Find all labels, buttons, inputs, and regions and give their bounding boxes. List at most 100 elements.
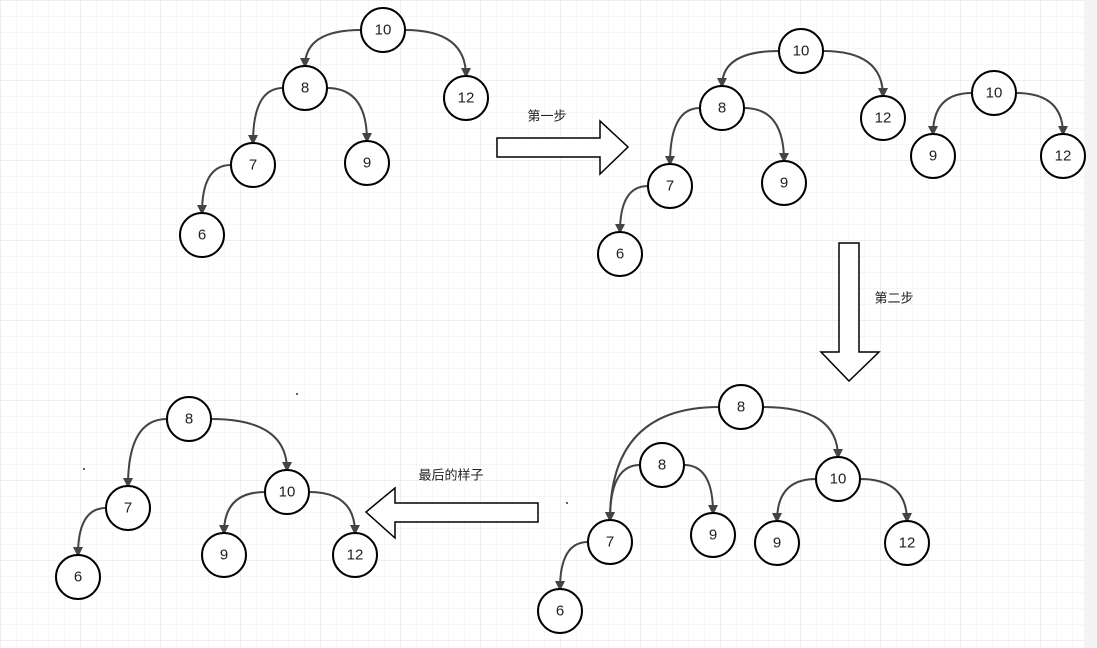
tree-node: 10: [778, 28, 824, 74]
node-circle: [699, 85, 745, 131]
tree-edge: [300, 29, 362, 68]
tree-node: 12: [443, 75, 489, 121]
node-circle: [597, 231, 643, 277]
tree-node: 9: [344, 140, 390, 186]
node-label: 7: [124, 500, 132, 517]
node-label: 10: [830, 471, 847, 488]
node-circle: [166, 396, 212, 442]
tree-node: 7: [230, 142, 276, 188]
tree-node: 9: [910, 133, 956, 179]
node-label: 10: [986, 85, 1003, 102]
node-label: 10: [279, 484, 296, 501]
tree-edge: [219, 491, 266, 535]
tree-edge: [772, 478, 817, 523]
tree-edge: [859, 478, 912, 523]
final-label: 最后的样子: [418, 468, 483, 483]
tree-edge: [248, 87, 284, 145]
node-circle: [587, 519, 633, 565]
tree-node: 6: [597, 231, 643, 277]
step2-arrow: [819, 242, 881, 383]
node-circle: [815, 456, 861, 502]
tree-node: 8: [639, 442, 685, 488]
tree-edge: [123, 418, 168, 488]
tree-node: 6: [537, 588, 583, 634]
node-circle: [105, 485, 151, 531]
tree-node: 9: [690, 512, 736, 558]
node-label: 6: [616, 246, 624, 263]
tree-node: 7: [105, 485, 151, 531]
tree-node: 8: [166, 396, 212, 442]
node-label: 6: [74, 569, 82, 586]
tree-node: 12: [884, 520, 930, 566]
node-circle: [332, 532, 378, 578]
tree-edge: [404, 29, 471, 78]
tree-edge: [743, 107, 789, 163]
node-label: 8: [737, 399, 745, 416]
node-label: 7: [249, 157, 257, 174]
right-margin-strip: [1084, 0, 1097, 648]
node-label: 7: [666, 178, 674, 195]
node-label: 9: [709, 527, 717, 544]
tree-edge: [308, 491, 360, 535]
node-circle: [647, 163, 693, 209]
tree-node: 7: [647, 163, 693, 209]
node-label: 8: [718, 100, 726, 117]
tree-edge: [1015, 92, 1068, 136]
tree-edge: [717, 50, 780, 88]
stray-dot: [83, 468, 85, 470]
node-circle: [639, 442, 685, 488]
node-circle: [344, 140, 390, 186]
tree-edge: [326, 87, 372, 143]
node-circle: [201, 532, 247, 578]
tree-node: 9: [754, 520, 800, 566]
node-label: 12: [458, 90, 475, 107]
node-label: 8: [658, 457, 666, 474]
node-circle: [179, 212, 225, 258]
node-label: 12: [347, 547, 364, 564]
tree-node: 12: [860, 95, 906, 141]
node-label: 10: [793, 43, 810, 60]
tree-edge: [605, 464, 641, 522]
node-circle: [537, 588, 583, 634]
tree-node: 12: [332, 532, 378, 578]
tree-node: 8: [282, 65, 328, 111]
stray-dot: [296, 393, 298, 395]
step1-label: 第一步: [527, 109, 566, 124]
node-circle: [690, 512, 736, 558]
tree-edge: [665, 107, 701, 166]
node-label: 9: [773, 535, 781, 552]
node-label: 9: [220, 547, 228, 564]
stray-dot: [566, 502, 568, 504]
tree-edge: [555, 541, 589, 591]
tree-node: 6: [179, 212, 225, 258]
node-circle: [1040, 133, 1086, 179]
tree-node: 9: [761, 160, 807, 206]
node-circle: [55, 554, 101, 600]
tree-node: 8: [699, 85, 745, 131]
node-label: 8: [301, 80, 309, 97]
tree-edge: [197, 164, 232, 215]
node-circle: [910, 133, 956, 179]
tree-edge: [683, 464, 718, 515]
node-circle: [884, 520, 930, 566]
node-circle: [718, 384, 764, 430]
step1-arrow: [496, 119, 630, 176]
node-circle: [230, 142, 276, 188]
node-circle: [971, 70, 1017, 116]
node-label: 6: [556, 603, 564, 620]
edges-layer: [73, 29, 1068, 591]
node-label: 6: [198, 227, 206, 244]
final-arrow: [364, 486, 539, 540]
tree-edge: [928, 92, 973, 136]
tree-edge: [73, 507, 107, 557]
node-label: 9: [363, 155, 371, 172]
node-circle: [860, 95, 906, 141]
tree-node: 10: [971, 70, 1017, 116]
node-label: 12: [899, 535, 916, 552]
node-circle: [282, 65, 328, 111]
node-label: 7: [606, 534, 614, 551]
tree-node: 10: [264, 469, 310, 515]
tree-edge: [210, 418, 292, 472]
